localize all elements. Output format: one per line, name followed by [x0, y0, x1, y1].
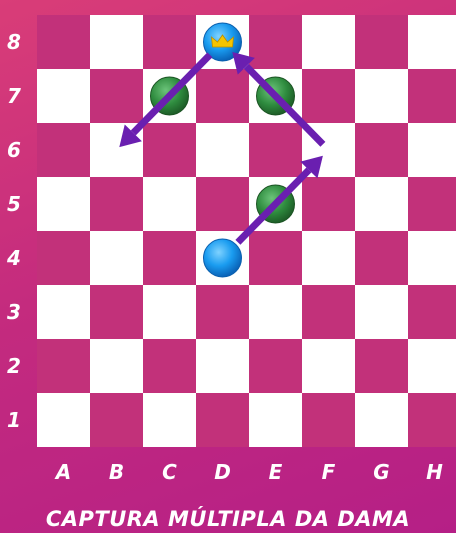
square-a1: [37, 393, 90, 447]
file-label-f: F: [317, 462, 341, 482]
square-a3: [37, 285, 90, 339]
file-label-c: C: [158, 462, 182, 482]
square-g7: [355, 69, 408, 123]
square-e2: [249, 339, 302, 393]
square-g5: [355, 177, 408, 231]
square-e6: [249, 123, 302, 177]
square-d2: [196, 339, 249, 393]
square-h3: [408, 285, 456, 339]
square-e4: [249, 231, 302, 285]
file-label-b: B: [105, 462, 129, 482]
square-h4: [408, 231, 456, 285]
square-a2: [37, 339, 90, 393]
square-g2: [355, 339, 408, 393]
square-a8: [37, 15, 90, 69]
square-f5: [302, 177, 355, 231]
square-e5: [249, 177, 302, 231]
square-a5: [37, 177, 90, 231]
square-b1: [90, 393, 143, 447]
square-g3: [355, 285, 408, 339]
square-h8: [408, 15, 456, 69]
diagram-caption: CAPTURA MÚLTIPLA DA DAMA: [0, 507, 456, 531]
square-b2: [90, 339, 143, 393]
square-g6: [355, 123, 408, 177]
square-h5: [408, 177, 456, 231]
square-b6: [90, 123, 143, 177]
square-h7: [408, 69, 456, 123]
rank-label-6: 6: [2, 140, 26, 160]
square-d5: [196, 177, 249, 231]
square-c2: [143, 339, 196, 393]
square-c4: [143, 231, 196, 285]
square-h2: [408, 339, 456, 393]
square-b3: [90, 285, 143, 339]
square-c6: [143, 123, 196, 177]
square-c8: [143, 15, 196, 69]
square-f6: [302, 123, 355, 177]
square-e8: [249, 15, 302, 69]
square-b4: [90, 231, 143, 285]
file-label-g: G: [370, 462, 394, 482]
rank-label-3: 3: [2, 302, 26, 322]
square-e3: [249, 285, 302, 339]
file-label-a: A: [52, 462, 76, 482]
square-h1: [408, 393, 456, 447]
square-c1: [143, 393, 196, 447]
square-f1: [302, 393, 355, 447]
square-d1: [196, 393, 249, 447]
square-b7: [90, 69, 143, 123]
square-e1: [249, 393, 302, 447]
rank-label-5: 5: [2, 194, 26, 214]
square-g1: [355, 393, 408, 447]
square-g8: [355, 15, 408, 69]
rank-label-1: 1: [2, 410, 26, 430]
square-f2: [302, 339, 355, 393]
square-g4: [355, 231, 408, 285]
square-c3: [143, 285, 196, 339]
square-d8: [196, 15, 249, 69]
square-c5: [143, 177, 196, 231]
square-b8: [90, 15, 143, 69]
square-d7: [196, 69, 249, 123]
file-label-e: E: [264, 462, 288, 482]
square-f3: [302, 285, 355, 339]
rank-label-7: 7: [2, 86, 26, 106]
square-a7: [37, 69, 90, 123]
square-c7: [143, 69, 196, 123]
square-f8: [302, 15, 355, 69]
file-label-h: H: [423, 462, 447, 482]
file-label-d: D: [211, 462, 235, 482]
square-f4: [302, 231, 355, 285]
rank-label-4: 4: [2, 248, 26, 268]
square-e7: [249, 69, 302, 123]
square-a4: [37, 231, 90, 285]
square-d6: [196, 123, 249, 177]
square-d4: [196, 231, 249, 285]
square-d3: [196, 285, 249, 339]
square-a6: [37, 123, 90, 177]
rank-label-8: 8: [2, 32, 26, 52]
square-f7: [302, 69, 355, 123]
rank-label-2: 2: [2, 356, 26, 376]
square-h6: [408, 123, 456, 177]
square-b5: [90, 177, 143, 231]
